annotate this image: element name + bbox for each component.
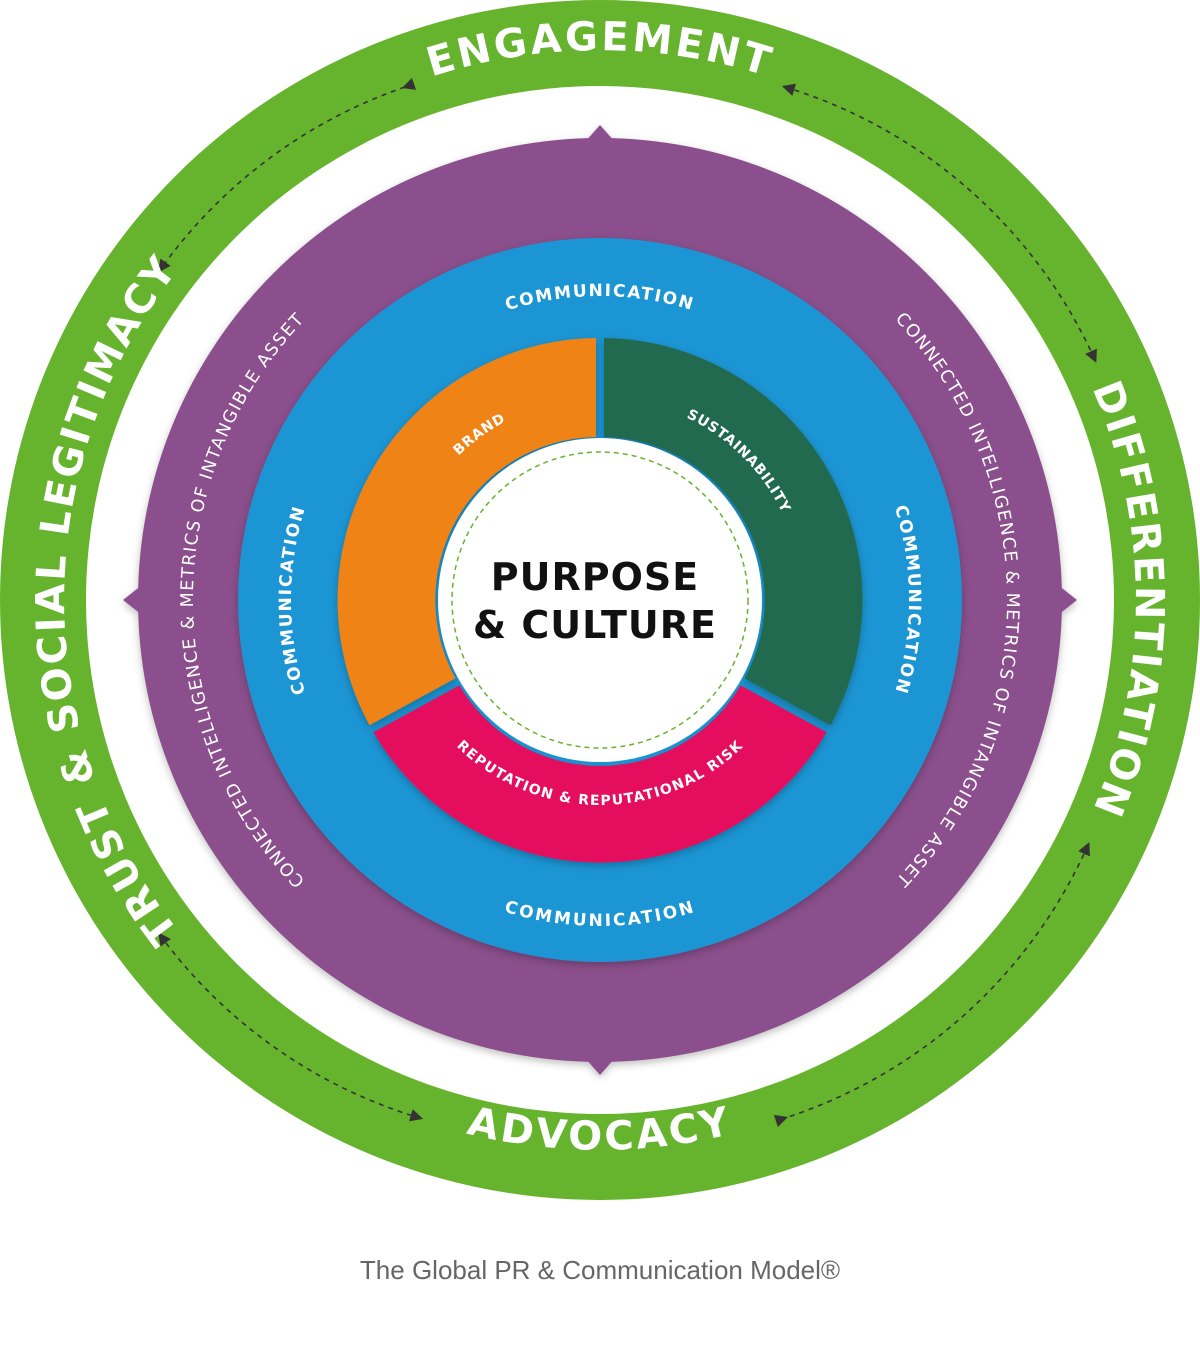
inner-segments bbox=[337, 338, 863, 863]
pr-communication-model-diagram: ENGAGEMENT ADVOCACY TRUST & SOCIAL LEGIT… bbox=[0, 0, 1200, 1200]
segment-brand bbox=[337, 338, 596, 726]
segment-sustainability bbox=[604, 338, 863, 726]
center-title-line1: PURPOSE bbox=[491, 555, 699, 599]
diagram-caption: The Global PR & Communication Model® bbox=[359, 1255, 841, 1285]
center-dashed-circle bbox=[451, 451, 749, 749]
segment-reputation bbox=[373, 685, 827, 863]
flow-arrows bbox=[158, 77, 1097, 1128]
arrow-engagement-to-differentiation bbox=[781, 83, 1097, 363]
arrow-engagement-to-trust bbox=[158, 77, 417, 273]
center-disc bbox=[438, 438, 762, 762]
center-title-line2: & CULTURE bbox=[473, 603, 717, 647]
arrow-differentiation-to-advocacy bbox=[773, 842, 1090, 1128]
arrow-trust-to-advocacy bbox=[158, 932, 424, 1122]
